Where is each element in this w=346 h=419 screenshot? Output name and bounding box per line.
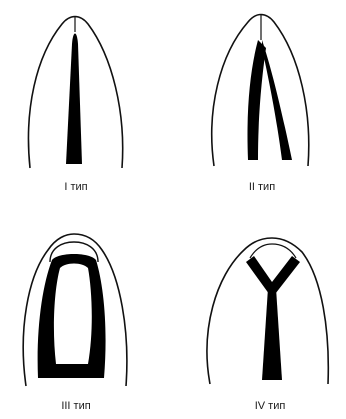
root-canal-left: [247, 40, 266, 160]
root-canal: [262, 288, 282, 380]
pulp-chamber: [250, 244, 296, 258]
root-canal: [66, 34, 82, 165]
panel-type-4: [207, 238, 328, 384]
label-type-4: IV тип: [255, 400, 286, 412]
panel-type-1: [28, 16, 122, 168]
root-canal-loop: [38, 254, 106, 378]
label-type-1: I тип: [64, 181, 87, 193]
label-type-3: III тип: [61, 400, 90, 412]
panel-type-3: [23, 234, 127, 386]
panel-type-2: [212, 14, 309, 166]
label-type-2: II тип: [249, 181, 275, 193]
root-canal-right: [262, 40, 292, 160]
